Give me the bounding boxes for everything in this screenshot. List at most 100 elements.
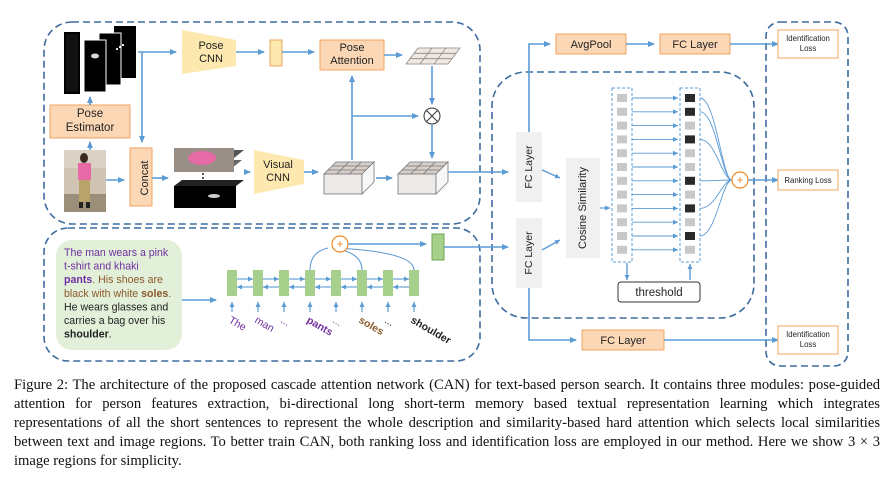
selected-cell — [685, 163, 695, 171]
similarity-cell — [617, 149, 627, 158]
fc-layer-text-box — [516, 218, 542, 288]
avgpool-label: AvgPool — [571, 39, 612, 51]
word-label: The — [227, 314, 249, 334]
selected-cell — [685, 135, 695, 144]
fc-layer-text-label: FC Layer — [523, 231, 535, 275]
ranking-loss-label: Ranking Loss — [784, 176, 831, 185]
lstm-cell — [357, 270, 367, 296]
similarity-vector — [611, 87, 633, 263]
similarity-cell — [617, 107, 627, 116]
selected-cell — [685, 245, 695, 254]
visual-cnn-shape — [254, 150, 304, 194]
selected-cell — [685, 149, 695, 158]
selected-similarity-vector — [679, 87, 701, 263]
fc-layer-visual-box — [516, 132, 542, 202]
lstm-cell — [305, 270, 315, 296]
aggregation-link — [699, 179, 733, 237]
pose-feature-block — [269, 39, 283, 67]
attention-map — [405, 47, 461, 65]
svg-text:+: + — [336, 237, 343, 251]
similarity-cell — [617, 121, 627, 130]
figure-caption: Figure 2: The architecture of the propos… — [14, 377, 880, 469]
loss-module-border — [765, 21, 849, 367]
fc-layer-visual-label: FC Layer — [523, 145, 535, 189]
description-bubble — [56, 240, 182, 350]
text-plus-operator: + — [331, 235, 349, 253]
lstm-cell — [383, 270, 393, 296]
similarity-cell — [617, 190, 627, 199]
fc-layer-top-label: FC Layer — [672, 39, 718, 51]
selected-cell — [685, 121, 695, 130]
selected-cell — [685, 107, 695, 116]
multiply-operator — [423, 107, 441, 125]
lstm-cell — [253, 270, 263, 296]
threshold-label: threshold — [635, 287, 682, 299]
attention-plus-operator: + — [731, 171, 749, 189]
aggregation-link — [699, 179, 733, 182]
similarity-cell — [617, 176, 627, 185]
word-label: ... — [279, 314, 293, 329]
visual-module-border — [43, 21, 481, 225]
pooling-connection — [309, 247, 329, 271]
word-label: pants — [305, 314, 335, 338]
text-arrows — [182, 241, 509, 303]
lstm-cell — [409, 270, 419, 296]
similarity-cell — [617, 232, 627, 240]
pooling-connection — [335, 247, 415, 271]
similarity-cell — [617, 245, 627, 254]
ranking-loss-box — [777, 169, 839, 191]
visual-feature-cube — [323, 161, 375, 195]
lstm-cell — [227, 270, 237, 296]
attention-module-border — [491, 71, 755, 319]
pose-heatmaps — [83, 26, 136, 93]
similarity-cell — [617, 218, 627, 227]
similarity-cell — [617, 204, 627, 213]
concat-label: Concat — [139, 161, 151, 196]
aggregation-link — [699, 111, 733, 181]
attention-arrows — [541, 169, 779, 280]
text-feature-block — [431, 233, 445, 261]
word-label: soles — [357, 314, 386, 338]
selected-cell — [685, 190, 695, 199]
person-photo — [64, 150, 106, 212]
similarity-cell — [617, 94, 627, 102]
pose-cnn-shape — [182, 30, 236, 74]
vector-frame — [611, 87, 633, 263]
bilstm-cells — [227, 247, 419, 312]
concatenated-image-stack — [174, 148, 244, 208]
similarity-cell — [617, 135, 627, 144]
threshold-box — [617, 281, 701, 303]
branch-arrows — [528, 41, 779, 343]
aggregation-link — [699, 138, 733, 181]
svg-text:+: + — [736, 173, 743, 187]
selected-cell — [685, 204, 695, 213]
cosine-similarity-label: Cosine Similarity — [577, 167, 589, 249]
identification-loss-top-box — [777, 29, 839, 59]
concat-box — [129, 147, 153, 207]
selected-cell — [685, 94, 695, 102]
attended-feature-cube — [397, 161, 449, 195]
visual-arrows — [87, 49, 509, 183]
identification-loss-bottom-box — [777, 325, 839, 355]
selected-cell — [685, 176, 695, 185]
cosine-similarity-box — [566, 158, 600, 258]
word-label: shoulder — [409, 314, 453, 347]
lstm-cell — [279, 270, 289, 296]
vector-frame — [679, 87, 701, 263]
lstm-cell — [331, 270, 341, 296]
fc-layer-bottom-label: FC Layer — [600, 335, 646, 347]
selected-cell — [685, 218, 695, 227]
similarity-connections — [600, 95, 733, 253]
word-label: man — [253, 314, 277, 335]
similarity-cell — [617, 163, 627, 171]
textual-module-border — [43, 227, 481, 362]
